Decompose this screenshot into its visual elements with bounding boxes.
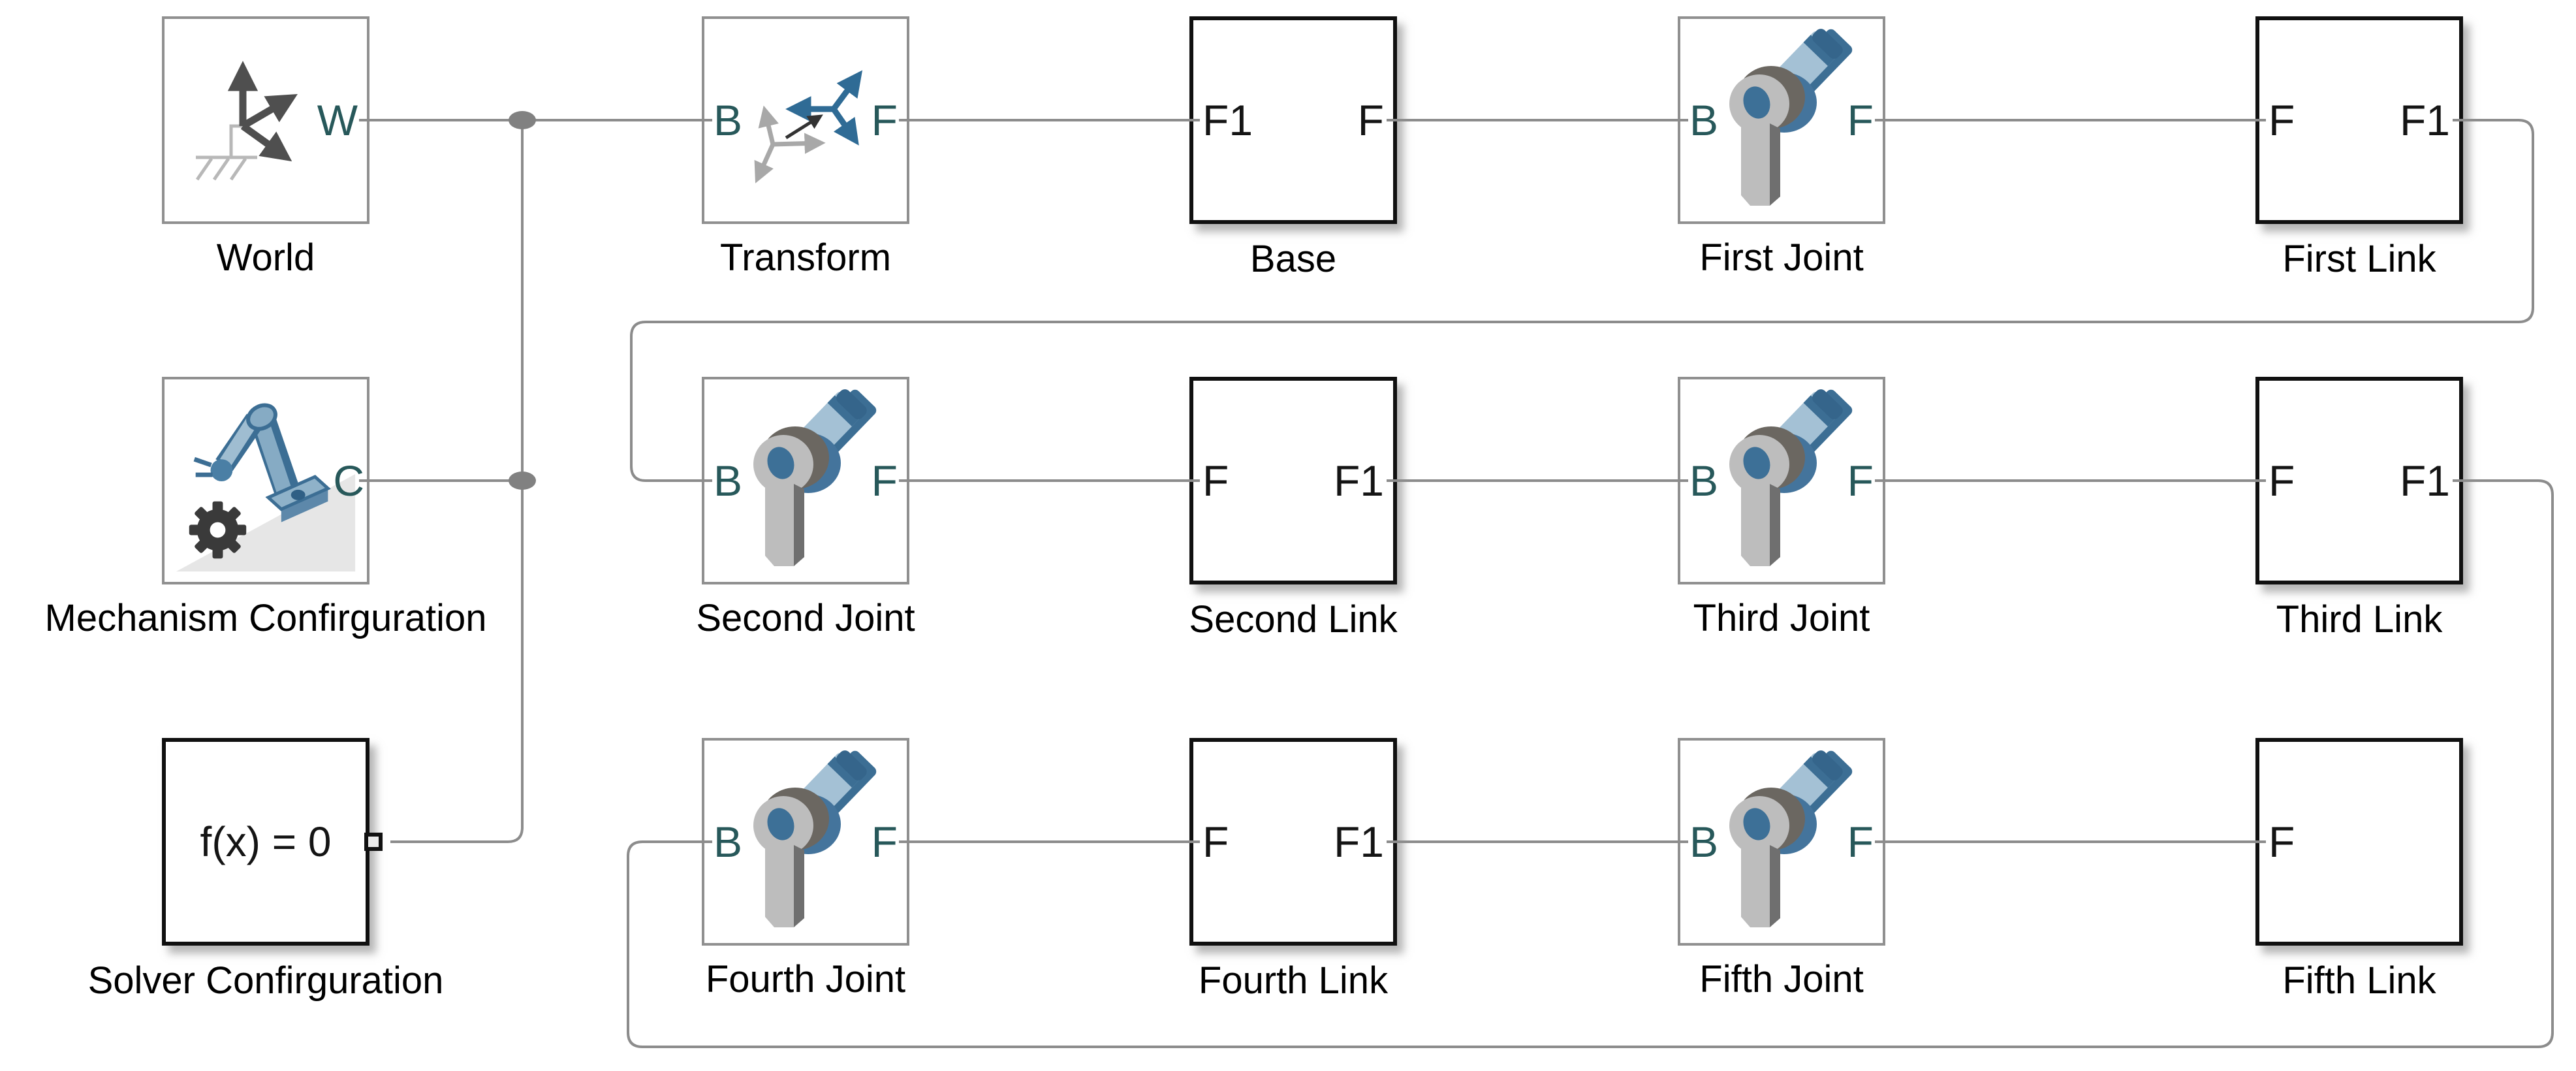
- block-label-solver-configuration[interactable]: Solver Confirguration: [87, 959, 444, 1002]
- block-world[interactable]: W World: [162, 16, 369, 278]
- port-f: F: [1847, 456, 1874, 505]
- block-first-link[interactable]: F F1 First Link: [2255, 16, 2463, 280]
- block-label-third-link[interactable]: Third Link: [2276, 598, 2443, 641]
- port-b: B: [1689, 456, 1719, 505]
- block-label-fourth-link[interactable]: Fourth Link: [1198, 959, 1389, 1002]
- block-label-transform[interactable]: Transform: [719, 236, 892, 279]
- port-f1: F1: [1333, 456, 1384, 505]
- port-f1: F1: [1333, 818, 1384, 866]
- revolute-joint-icon: [753, 386, 877, 566]
- port-f: F: [871, 456, 898, 505]
- port-f: F: [2269, 818, 2295, 866]
- solver-equation: f(x) = 0: [200, 818, 332, 865]
- block-label-second-link[interactable]: Second Link: [1189, 598, 1398, 641]
- block-transform[interactable]: B F Transform: [702, 16, 909, 278]
- port-f: F: [871, 96, 898, 144]
- block-fourth-joint[interactable]: B F Fourth Joint: [702, 738, 909, 1000]
- port-f: F: [1847, 818, 1874, 866]
- wire-config-bus-vertical[interactable]: [390, 120, 524, 843]
- port-f: F: [1847, 96, 1874, 144]
- port-f: F: [1202, 818, 1229, 866]
- port-b: B: [714, 456, 743, 505]
- solver-physical-port[interactable]: [364, 833, 383, 851]
- robot-arm-gear-icon: [176, 403, 356, 572]
- port-f1: F1: [1202, 96, 1253, 144]
- revolute-joint-icon: [1729, 25, 1853, 206]
- port-b: B: [1689, 818, 1719, 866]
- block-mechanism-configuration[interactable]: C Mechanism Confirguration: [45, 377, 486, 639]
- port-f: F: [871, 818, 898, 866]
- revolute-joint-icon: [1729, 386, 1853, 566]
- block-fifth-link[interactable]: F Fifth Link: [2255, 738, 2463, 1001]
- port-f1: F1: [2399, 456, 2450, 505]
- block-fifth-joint[interactable]: B F Fifth Joint: [1678, 738, 1885, 1000]
- block-label-fifth-joint[interactable]: Fifth Joint: [1699, 958, 1864, 1000]
- port-b: B: [1689, 96, 1719, 144]
- block-second-joint[interactable]: B F Second Joint: [696, 377, 915, 639]
- wire-third-link-to-fourth-joint[interactable]: [627, 479, 2554, 1048]
- port-f1: F1: [2399, 96, 2450, 144]
- block-fourth-link[interactable]: F F1 Fourth Link: [1189, 738, 1397, 1001]
- world-frame-icon: [195, 61, 298, 181]
- port-f: F: [1357, 96, 1384, 144]
- block-label-mechanism-configuration[interactable]: Mechanism Confirguration: [44, 597, 487, 639]
- block-label-world[interactable]: World: [216, 236, 315, 279]
- gear-icon: [189, 501, 247, 559]
- port-f: F: [2269, 456, 2295, 505]
- block-label-first-joint[interactable]: First Joint: [1699, 236, 1864, 279]
- block-label-fifth-link[interactable]: Fifth Link: [2282, 959, 2436, 1002]
- revolute-joint-icon: [753, 747, 877, 927]
- wire-first-link-to-second-joint[interactable]: [630, 119, 2534, 482]
- port-w: W: [317, 96, 358, 144]
- port-b: B: [714, 818, 743, 866]
- revolute-joint-icon: [1729, 747, 1853, 927]
- block-label-second-joint[interactable]: Second Joint: [696, 597, 915, 639]
- block-second-link[interactable]: F F1 Second Link: [1189, 377, 1398, 640]
- block-solver-configuration[interactable]: f(x) = 0 Solver Confirguration: [88, 738, 443, 1001]
- block-base[interactable]: F1 F Base: [1189, 16, 1397, 280]
- block-label-third-joint[interactable]: Third Joint: [1693, 597, 1870, 639]
- port-f: F: [2269, 96, 2295, 144]
- port-b: B: [714, 96, 743, 144]
- block-first-joint[interactable]: B F First Joint: [1678, 16, 1885, 278]
- block-third-link[interactable]: F F1 Third Link: [2255, 377, 2463, 640]
- block-label-base[interactable]: Base: [1249, 238, 1337, 280]
- transform-frames-icon: [754, 70, 863, 184]
- block-label-first-link[interactable]: First Link: [2282, 238, 2436, 280]
- translation-arrow: [785, 114, 823, 140]
- block-third-joint[interactable]: B F Third Joint: [1678, 377, 1885, 639]
- block-label-fourth-joint[interactable]: Fourth Joint: [705, 958, 906, 1000]
- port-f: F: [1202, 456, 1229, 505]
